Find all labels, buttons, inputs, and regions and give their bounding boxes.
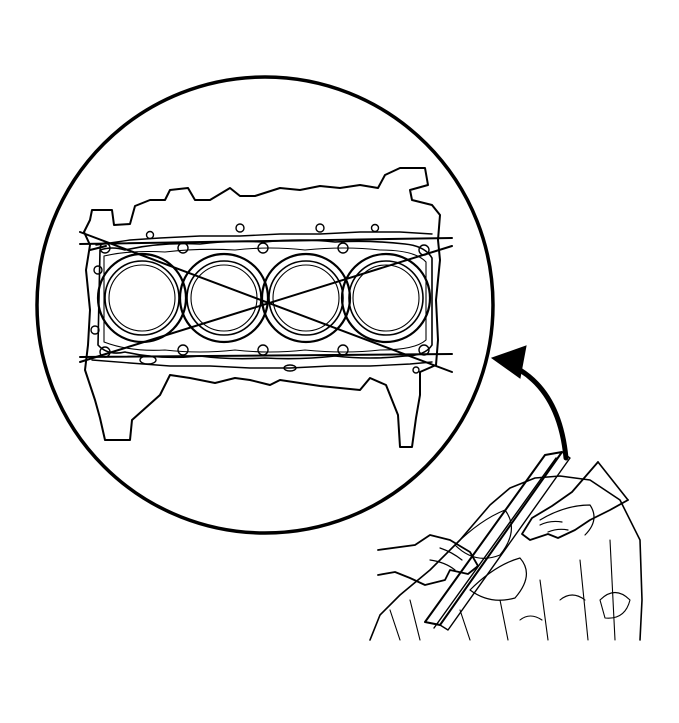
left-hand [377,534,479,586]
top-flange-edge [95,231,433,246]
measure-line-diagonal-b [79,245,453,363]
measure-line-top [79,237,453,245]
right-hand [521,461,629,541]
measure-line-left-upper [89,245,107,251]
cylinder-block-deck-view [83,167,441,448]
detail-magnifier-circle [35,75,495,535]
block-deck-outline [83,167,441,448]
bottom-flange-edge [91,359,433,369]
engine-block-perspective [369,475,643,641]
arrowhead [490,345,527,379]
cylinder-bore-4 [340,252,432,344]
straightedge-measurement-lines [79,231,453,373]
measure-line-bottom [79,353,453,358]
measure-line-diagonal-a [79,231,453,373]
curved-pointer-arrow [490,345,569,461]
cylinder-bore-3 [260,252,352,344]
bolt-holes [90,223,430,374]
technician-straightedge-scene [369,451,643,641]
gasket-inner-perimeter [103,247,427,353]
